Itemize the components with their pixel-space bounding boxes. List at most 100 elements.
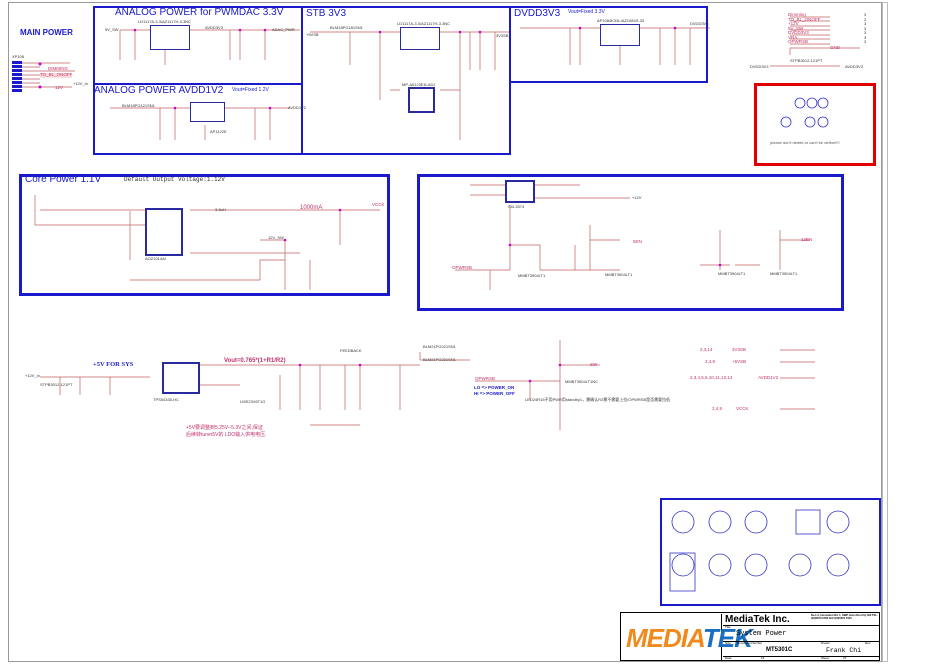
power-switch-section: [417, 174, 844, 311]
net-dvdd3v3: DVDD3V3: [690, 21, 709, 26]
ferrite-ref: STPB3012-121PT: [790, 58, 823, 63]
ic-n4: [190, 102, 225, 122]
net-opwrsb: OPWRSB: [452, 265, 473, 270]
xref-pages: 2,4,9: [712, 406, 723, 411]
net-12v: +12V: [632, 195, 642, 200]
power-off-note: HI => POWER_OFF: [474, 391, 515, 396]
part-n1: LD1117A-3.3/AZ1117H-3.3NC: [397, 21, 451, 26]
avdd1v2-title: ANALOG POWER AVDD1V2: [94, 85, 224, 96]
rev-label: Rev: [865, 641, 871, 645]
net-feedback: FEEDBACK: [340, 348, 362, 353]
xref-net: AVDD1V2: [758, 375, 779, 380]
ic-n3: [600, 24, 640, 46]
net-5v-sw: 5V_SW: [105, 27, 119, 32]
xref-net: +5VSB: [732, 359, 747, 364]
ic-n5: [145, 208, 183, 256]
doc-number: MT5301C: [766, 647, 793, 653]
net-opwrsb-2: OPWRSB: [475, 376, 496, 381]
stb3v3-title: STB 3V3: [306, 8, 347, 19]
net-5vsb: +5VSB: [306, 32, 319, 37]
part-l7: BLM18PG121SN1: [122, 103, 155, 108]
core-current: 1000mA: [300, 205, 323, 211]
part-n28: SI4-3374: [508, 204, 525, 209]
xref-net: 3V3SB: [732, 347, 747, 352]
part-v23: MMBT3904LT1: [770, 271, 798, 276]
mediatek-logo: MEDIATEK: [622, 614, 753, 660]
offpage-gnd: GND: [830, 45, 840, 50]
standby-note: LED24R16不用PWR用standby1，需确认R2需不需要上拉/OPWRS…: [525, 397, 671, 402]
part-n5: AOZ1014AI: [145, 256, 166, 261]
part-l10: STPB3012-121PT: [40, 382, 73, 387]
part-v24: MMBT3904LT1: [718, 271, 746, 276]
net-sw: SW: [590, 362, 598, 367]
connector-ref: XP108: [12, 54, 25, 59]
sys5v-title: +5V FOR SYS: [93, 361, 134, 368]
sheet-label: Sheet: [821, 656, 829, 660]
part-n3: AP1084K33L/AZ1084S-33: [597, 18, 645, 23]
net-3v3sb: 3V3SB: [496, 33, 509, 38]
main-power-title: MAIN POWER: [20, 28, 73, 37]
xref-net: VCCK: [736, 406, 749, 411]
net-avdd3v3: AVDD3V3: [205, 25, 223, 30]
core-power-section: [19, 174, 390, 296]
net-avdd1v2: AVDD1V2: [288, 105, 306, 110]
ic-n28: [505, 180, 535, 203]
offpage-5vsw: 5V_SW: [788, 25, 804, 31]
part-l3: 3.3uH: [215, 207, 226, 212]
offpage-page: 3: [864, 12, 867, 17]
ferrite-to: AVDD3V3: [845, 64, 863, 69]
part-lb2: BLM21PG221SN1: [423, 357, 456, 362]
doc-number-label: Document Number: [737, 641, 763, 645]
mounting-holes-section: [754, 83, 876, 166]
net-5en: 5EN: [633, 239, 642, 244]
company-address: No.1-2, Innovation Rd. 1, SBIP, Hsin-Chu…: [811, 614, 878, 620]
size-label: Size: [725, 641, 731, 645]
net-adac-pwr: ADAC_PWR: [272, 27, 295, 32]
part-diode: LMS23V6T1G: [240, 399, 266, 404]
part-n2: LD1117A-3.3/AZ1117H-3.3NC: [138, 19, 192, 24]
pwmdac-title: ANALOG POWER for PWMDAC 3.3V: [115, 7, 284, 18]
dvdd3v3-section: [509, 6, 708, 83]
power-on-note: LO => POWER_ON: [474, 385, 515, 390]
ic-mp: [408, 87, 435, 113]
part-mp: MP-A0123EN-ADJ: [402, 82, 436, 87]
part-v1: MMBT3904LT1NC: [565, 379, 599, 384]
vout-formula: Vout=0.765*(1+R1/R2): [224, 358, 286, 364]
xref-pages: 2,4,9: [705, 359, 716, 364]
offpage-dvdd: DVDD3V3: [788, 30, 809, 35]
sheet-frame: [8, 2, 882, 662]
xref-pages: 2,3,14: [700, 347, 713, 352]
part-v25: MMBT3904LT1: [518, 273, 546, 278]
dvdd3v3-title: DVDD3V3: [514, 8, 561, 19]
net-vcck: VCCK: [372, 202, 385, 207]
ic-n1: [400, 27, 440, 50]
date-label: Date:: [725, 656, 733, 660]
ic-n2: [150, 25, 190, 50]
company-name: MediaTek Inc.: [725, 614, 790, 625]
part-n4: AP1122E: [210, 129, 227, 134]
offpage-dimming: Dimming: [788, 12, 806, 17]
part-l5: BLM18PG181SN1: [330, 25, 363, 30]
part-v22: MMBT3904LT1: [605, 272, 633, 277]
title-block: MEDIATEK MediaTek Inc. No.1-2, Innovatio…: [620, 612, 880, 661]
offpage-opwrsb: OPWRSB: [788, 39, 809, 44]
connector-net-dimming: DIMMING: [48, 66, 68, 71]
footprint-section: [660, 498, 881, 606]
sys5v-note-2: 后续转tuner5V的 LDO输入供电电压.: [186, 432, 267, 438]
offpage-vra: VRA: [788, 34, 798, 40]
core-note: Default Output Voltage:1.12V: [124, 176, 225, 183]
sys5v-note-1: +5V要调整到5.25V--5.3V之间,保证: [186, 425, 263, 431]
core-title: Core Power 1.1V: [25, 174, 102, 185]
offpage-page: 3: [864, 21, 867, 26]
connector-net-12v: 12V: [55, 85, 64, 90]
offpage-page: 3: [864, 30, 867, 35]
title-label: Title: [725, 625, 731, 629]
connector-net-bl: TO_BL_ONOFF: [40, 72, 73, 78]
sheet-total: 37: [843, 656, 847, 660]
red-box-note: please don't delete,or can't be define!!…: [770, 140, 840, 145]
part-lb1: BLM21PG221SN1: [423, 344, 456, 349]
offpage-12v: +12V: [788, 21, 799, 26]
xref-pages: 2,3,4,5,6,10,11,13,14: [690, 375, 733, 380]
dvdd3v3-note: Vout=Fixed 3.3V: [568, 9, 605, 15]
